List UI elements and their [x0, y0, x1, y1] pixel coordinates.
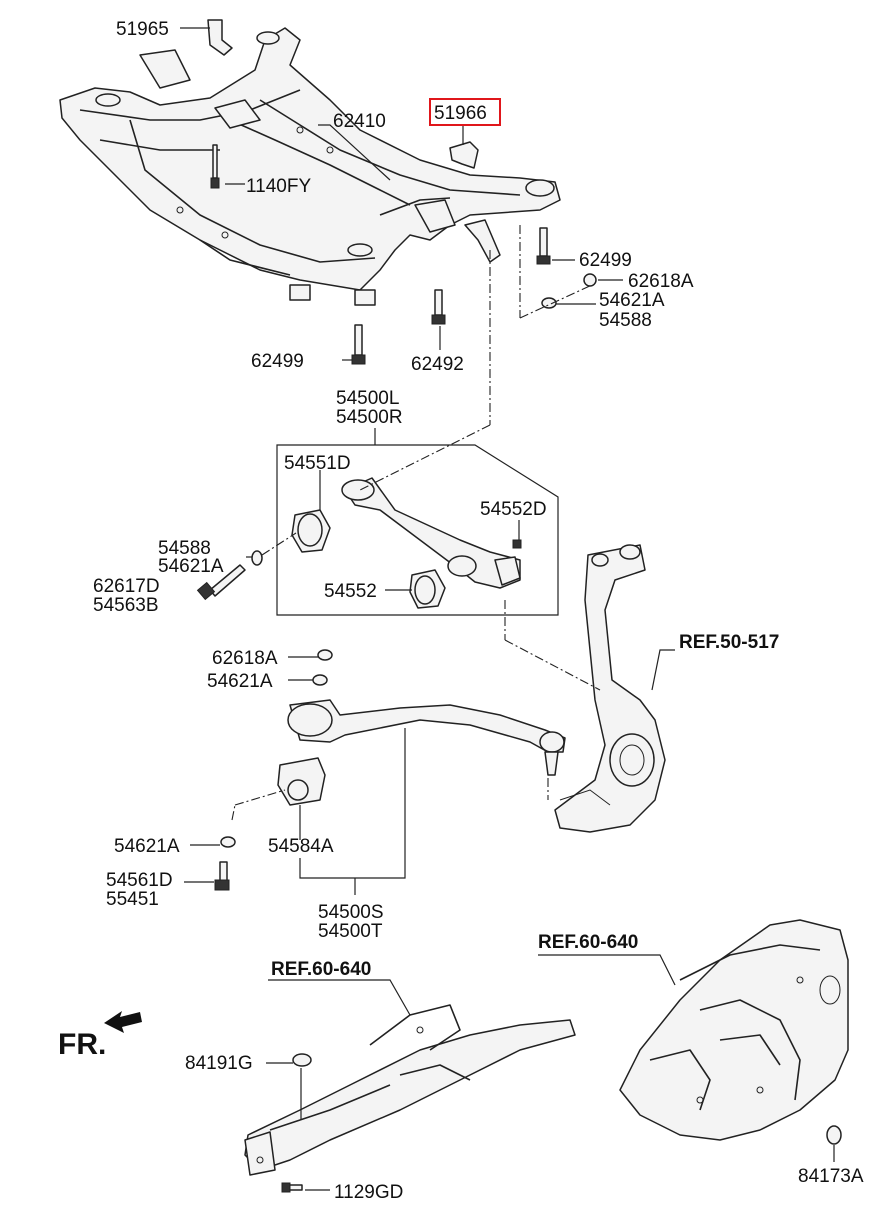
label-54621A[interactable]: 54621A: [114, 836, 180, 857]
label-54552[interactable]: 54552: [324, 581, 377, 602]
bracket-51966: [449, 141, 479, 169]
label-54500R[interactable]: 54500R: [336, 407, 403, 428]
ref-60-640-left[interactable]: REF.60-640: [271, 959, 371, 980]
label-54561D[interactable]: 54561D: [106, 870, 173, 891]
label-54621A[interactable]: 54621A: [158, 556, 224, 577]
bolt-62617D: [196, 564, 246, 601]
label-1129GD[interactable]: 1129GD: [334, 1182, 403, 1203]
label-1140FY[interactable]: 1140FY: [246, 176, 311, 197]
bolt-62492: [431, 289, 446, 325]
label-54551D[interactable]: 54551D: [284, 453, 351, 474]
plug-84173A: [826, 1125, 842, 1145]
label-54588[interactable]: 54588: [599, 310, 652, 331]
label-54563B[interactable]: 54563B: [93, 595, 159, 616]
label-54552D[interactable]: 54552D: [480, 499, 547, 520]
label-62492[interactable]: 62492: [411, 354, 464, 375]
crossmember-62410: [59, 27, 561, 306]
front-label: FR.: [58, 1028, 106, 1061]
plug-84191G: [292, 1053, 312, 1067]
nut-62618A-top: [583, 273, 597, 287]
front-arrow-icon: [104, 1011, 142, 1033]
label-54621A[interactable]: 54621A: [207, 671, 273, 692]
bushing-54584A: [277, 757, 326, 806]
bushing-54552: [409, 569, 446, 609]
control-arm-54500S: [277, 649, 566, 806]
label-62618A[interactable]: 62618A: [628, 271, 694, 292]
label-54500L[interactable]: 54500L: [336, 388, 399, 409]
label-62618A[interactable]: 62618A: [212, 648, 278, 669]
label-51966[interactable]: 51966: [434, 103, 487, 124]
bolt-62499-left: [351, 324, 366, 365]
label-84173A[interactable]: 84173A: [798, 1166, 864, 1187]
leader-lines: [180, 27, 835, 1191]
label-62499[interactable]: 62499: [579, 250, 632, 271]
steering-knuckle: [554, 544, 666, 833]
washer-54621A-mid: [251, 550, 263, 566]
ref-50-517[interactable]: REF.50-517: [679, 632, 779, 653]
construction-lines: [231, 225, 601, 821]
bracket-51965: [207, 19, 233, 56]
part-labels: 51965 51966 62410 1140FY 62499 62618A 54…: [58, 19, 864, 1203]
bolt-62499-right: [536, 227, 551, 265]
label-51965[interactable]: 51965: [116, 19, 169, 40]
lower-arm-box-54500L: [276, 444, 559, 616]
label-54621A[interactable]: 54621A: [599, 290, 665, 311]
ref-60-640-right[interactable]: REF.60-640: [538, 932, 638, 953]
label-54584A[interactable]: 54584A: [268, 836, 334, 857]
label-55451[interactable]: 55451: [106, 889, 159, 910]
side-member-ref-60-640: [244, 1004, 576, 1176]
label-62410[interactable]: 62410: [333, 111, 386, 132]
label-62499[interactable]: 62499: [251, 351, 304, 372]
highlight-box-51966: [429, 98, 501, 126]
label-54500S[interactable]: 54500S: [318, 902, 384, 923]
label-62617D[interactable]: 62617D: [93, 576, 160, 597]
bushing-54551D: [291, 509, 331, 553]
label-54500T[interactable]: 54500T: [318, 921, 383, 942]
label-54588[interactable]: 54588: [158, 538, 211, 559]
bolt-1129GD: [281, 1182, 303, 1193]
label-84191G[interactable]: 84191G: [185, 1053, 253, 1074]
bolt-54561D: [214, 836, 236, 891]
washer-54621A-top: [541, 297, 557, 309]
bolt-1140FY: [210, 144, 220, 189]
wheel-house-ref-60-640: [619, 919, 849, 1141]
ball-joint: [539, 731, 565, 776]
